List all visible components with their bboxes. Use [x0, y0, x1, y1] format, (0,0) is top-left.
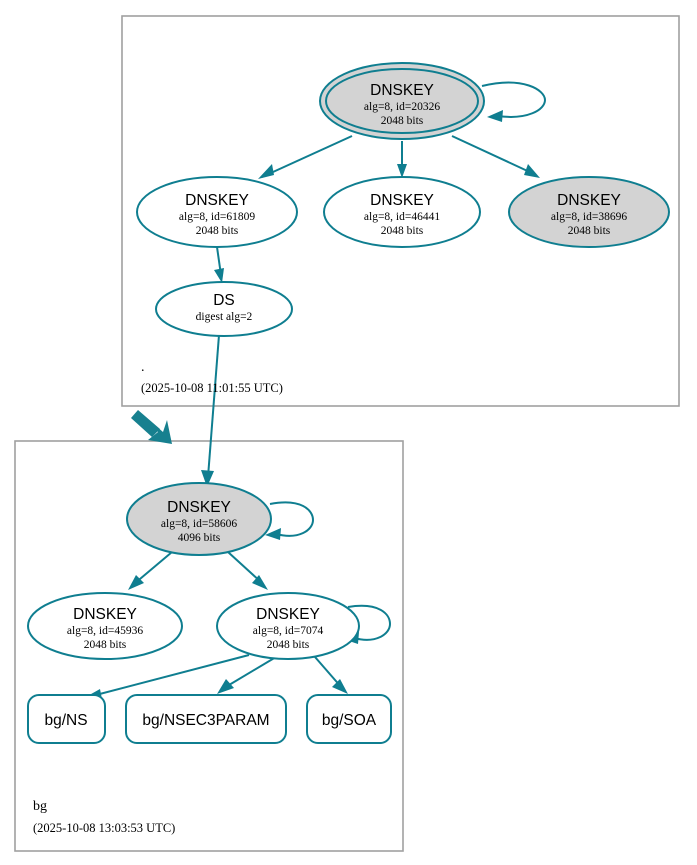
- node-line2: alg=8, id=20326: [364, 101, 440, 113]
- edge-sign-58606-to-45936: [128, 551, 173, 590]
- zone-label-root: .: [141, 360, 145, 375]
- edge-sign-7074-to-soa: [314, 656, 348, 694]
- edge-sign-58606-to-7074: [227, 551, 268, 590]
- cluster-bg-zone: [14, 440, 404, 852]
- edge-sign-7074-to-ns: [84, 654, 250, 699]
- node-line3: 2048 bits: [381, 225, 424, 237]
- edge-sign-20326-to-46441: [397, 141, 407, 178]
- node-line2: alg=8, id=61809: [179, 211, 255, 223]
- node-dnskey-46441[interactable]: DNSKEY alg=8, id=46441 2048 bits: [323, 176, 481, 248]
- node-line2: alg=8, id=58606: [161, 518, 237, 530]
- node-title: DNSKEY: [167, 499, 231, 516]
- zone-timestamp-root: (2025-10-08 11:01:55 UTC): [141, 381, 283, 395]
- zone-timestamp-bg: (2025-10-08 13:03:53 UTC): [33, 821, 175, 835]
- edge-sign-20326-to-38696: [451, 135, 540, 178]
- rrset-label: bg/NSEC3PARAM: [142, 712, 269, 729]
- node-title: DNSKEY: [370, 192, 434, 209]
- cluster-root-zone: [121, 15, 680, 407]
- node-dnskey-38696[interactable]: DNSKEY alg=8, id=38696 2048 bits: [508, 176, 670, 248]
- node-line3: 2048 bits: [381, 115, 424, 127]
- node-ds[interactable]: DS digest alg=2: [155, 281, 293, 337]
- rrset-label: bg/NS: [44, 712, 87, 729]
- edge-sign-61809-to-ds: [214, 246, 224, 283]
- node-title: DNSKEY: [370, 82, 434, 99]
- node-dnskey-20326[interactable]: DNSKEY alg=8, id=20326 2048 bits: [319, 62, 485, 140]
- node-line3: 2048 bits: [267, 639, 310, 651]
- node-rrset-bg-ns[interactable]: bg/NS: [27, 694, 106, 744]
- node-line3: 4096 bits: [178, 532, 221, 544]
- edge-sign-20326-to-61809: [258, 135, 353, 179]
- node-title: DNSKEY: [557, 192, 621, 209]
- node-line2: alg=8, id=7074: [253, 625, 324, 637]
- node-title: DS: [213, 292, 235, 309]
- node-dnskey-7074[interactable]: DNSKEY alg=8, id=7074 2048 bits: [216, 592, 360, 660]
- node-line2: alg=8, id=46441: [364, 211, 440, 223]
- node-title: DNSKEY: [185, 192, 249, 209]
- node-line3: 2048 bits: [568, 225, 611, 237]
- node-dnskey-61809[interactable]: DNSKEY alg=8, id=61809 2048 bits: [136, 176, 298, 248]
- edge-self-sign-root-ksk-20326: [481, 81, 547, 122]
- edge-self-sign-bg-ksk-58606: [265, 501, 315, 540]
- node-dnskey-45936[interactable]: DNSKEY alg=8, id=45936 2048 bits: [27, 592, 183, 660]
- rrset-label: bg/SOA: [322, 712, 377, 729]
- edge-sign-7074-to-nsec3param: [217, 656, 277, 694]
- zone-label-bg: bg: [33, 799, 47, 814]
- node-rrset-bg-soa[interactable]: bg/SOA: [306, 694, 392, 744]
- node-dnskey-58606[interactable]: DNSKEY alg=8, id=58606 4096 bits: [126, 482, 272, 556]
- delegation-arrow: [131, 410, 172, 444]
- node-line3: 2048 bits: [84, 639, 127, 651]
- node-title: DNSKEY: [73, 606, 137, 623]
- edge-delegation-ds-to-bg-ksk: [201, 334, 220, 487]
- node-rrset-bg-nsec3param[interactable]: bg/NSEC3PARAM: [125, 694, 287, 744]
- node-title: DNSKEY: [256, 606, 320, 623]
- node-line2: alg=8, id=38696: [551, 211, 627, 223]
- node-line2: digest alg=2: [196, 311, 253, 323]
- node-line2: alg=8, id=45936: [67, 625, 143, 637]
- node-line3: 2048 bits: [196, 225, 239, 237]
